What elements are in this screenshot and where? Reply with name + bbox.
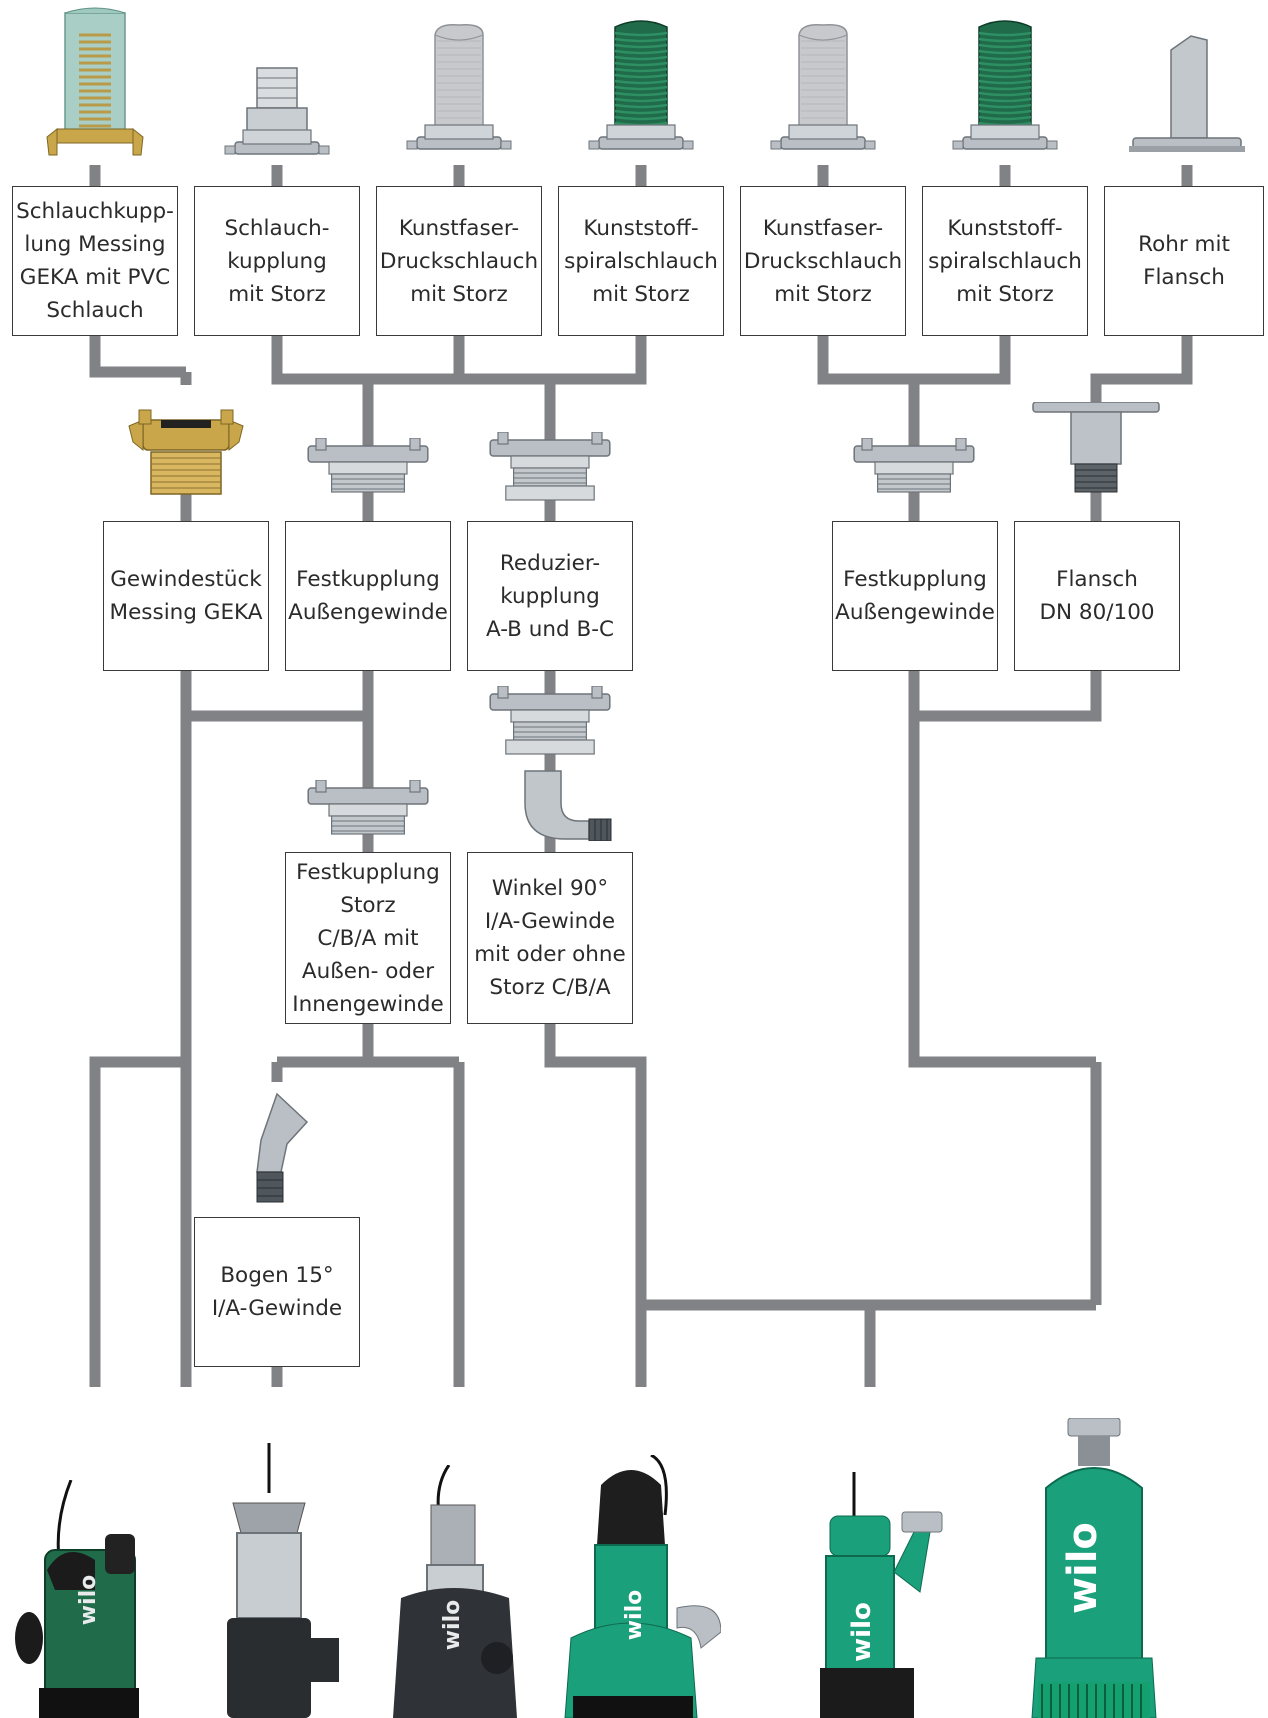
connector-line — [89, 1056, 186, 1387]
storz-coupling-icon — [307, 438, 429, 493]
connector-line — [89, 336, 186, 378]
storz-coupling-icon — [307, 780, 429, 835]
wilo-logo: wilo — [847, 1602, 877, 1662]
wilo-logo: wilo — [1060, 1522, 1106, 1614]
green-pump-with-elbow-icon: wilo — [564, 1455, 721, 1718]
hose-label-box: Schlauch- kupplung mit Storz — [194, 186, 360, 336]
fitting-label-box: Reduzier- kupplung A-B und B-C — [467, 521, 633, 671]
fitting-label-box: Flansch DN 80/100 — [1014, 521, 1180, 671]
connector-line — [817, 336, 1011, 385]
brass-geka-fitting-icon — [128, 409, 244, 495]
lower-fitting-label-box: Bogen 15° I/A-Gewinde — [194, 1217, 360, 1367]
large-green-pump-icon: wilo — [1031, 1418, 1157, 1718]
wilo-logo: wilo — [76, 1575, 101, 1626]
stainless-pump-icon — [227, 1443, 339, 1718]
hose-label-box: Kunststoff- spiralschlauch mit Storz — [922, 186, 1088, 336]
hose-label-box: Schlauchkupp- lung Messing GEKA mit PVC … — [12, 186, 178, 336]
connector-line — [908, 716, 1096, 1068]
grey-stainless-pump-icon: wilo — [393, 1465, 517, 1718]
reducer-coupling-icon — [489, 686, 611, 755]
hose-label-box: Kunstfaser- Druckschlauch mit Storz — [376, 186, 542, 336]
fabric-hose-icon — [406, 23, 512, 150]
flanged-pipe-icon — [1129, 35, 1245, 152]
fabric-hose-icon — [770, 23, 876, 150]
flange-icon — [1032, 402, 1160, 493]
green-pump-with-storz-icon: wilo — [820, 1472, 943, 1718]
elbow-90-icon — [524, 770, 612, 841]
hose-label-box: Rohr mit Flansch — [1104, 186, 1264, 336]
spiral-hose-icon — [588, 20, 694, 150]
hose-label-box: Kunststoff- spiralschlauch mit Storz — [558, 186, 724, 336]
connector-line — [544, 1024, 647, 1387]
fitting-label-box: Gewindestück Messing GEKA — [103, 521, 269, 671]
bend-15-icon — [256, 1092, 309, 1203]
wilo-logo: wilo — [440, 1600, 465, 1651]
lower-fitting-label-box: Winkel 90° I/A-Gewinde mit oder ohne Sto… — [467, 852, 633, 1024]
wilo-logo: wilo — [622, 1590, 647, 1641]
spiral-hose-icon — [952, 20, 1058, 150]
small-green-pump-icon: wilo — [15, 1480, 139, 1718]
hose-coupling-storz-icon — [224, 67, 330, 155]
pvc-hose-geka-icon — [46, 7, 144, 156]
connector-line — [908, 671, 1102, 722]
lower-fitting-label-box: Festkupplung Storz C/B/A mit Außen- oder… — [285, 852, 451, 1024]
reducer-coupling-icon — [489, 432, 611, 501]
storz-coupling-icon — [853, 438, 975, 493]
fitting-label-box: Festkupplung Außengewinde — [285, 521, 451, 671]
hose-label-box: Kunstfaser- Druckschlauch mit Storz — [740, 186, 906, 336]
fitting-label-box: Festkupplung Außengewinde — [832, 521, 998, 671]
